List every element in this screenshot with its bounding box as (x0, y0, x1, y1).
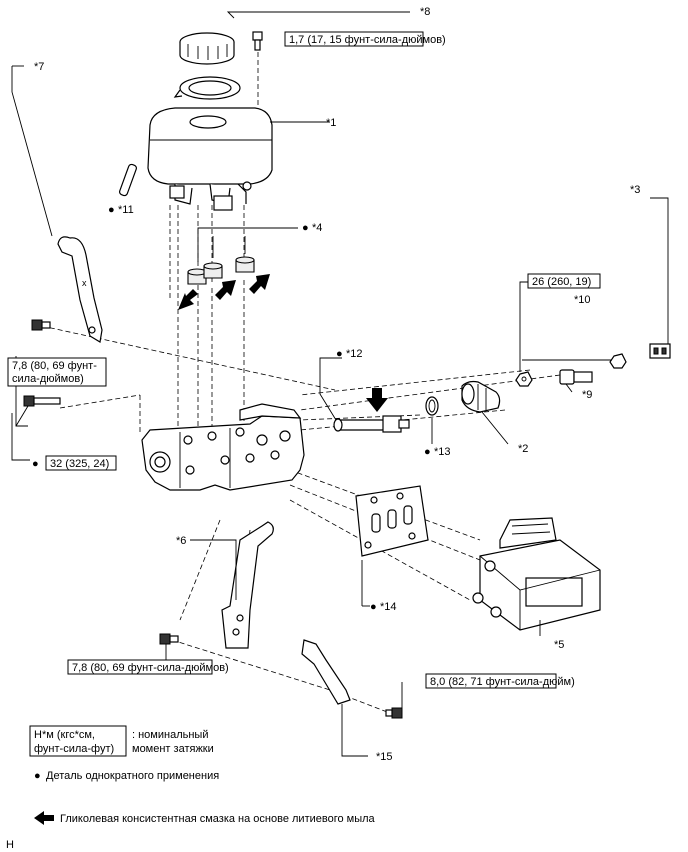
torque-box-3: 32 (325, 24) (45, 455, 117, 471)
rod-boot (461, 380, 501, 413)
bullet-torque-3: ● (32, 458, 39, 470)
bullet-p12: ● (336, 348, 343, 360)
master-cylinder-body (141, 403, 305, 491)
reservoir-cap (179, 32, 235, 65)
svg-text:фунт-сила-фут): фунт-сила-фут) (34, 743, 114, 755)
skid-control-ecu (472, 517, 601, 631)
grease-arrow-rod (366, 388, 388, 412)
svg-text:26 (260, 19): 26 (260, 19) (532, 276, 591, 288)
label-p14: *14 (380, 601, 397, 613)
svg-text:Н*м (кгс*см,: Н*м (кгс*см, (34, 729, 95, 741)
label-p5: *5 (554, 639, 564, 651)
piston-rod (333, 415, 410, 433)
nut-right (609, 353, 627, 369)
label-p15: *15 (376, 751, 393, 763)
leader-lines (11, 11, 669, 757)
cap-gasket (173, 76, 241, 100)
reservoir-pin (119, 163, 137, 197)
svg-text:7,8 (80, 69 фунт-: 7,8 (80, 69 фунт- (12, 360, 97, 372)
torque-box-1: 1,7 (17, 15 фунт-сила-дюймов) (284, 31, 446, 47)
lower-bracket (221, 521, 274, 649)
svg-text:1,7 (17, 15 фунт-сила-дюймов): 1,7 (17, 15 фунт-сила-дюймов) (289, 34, 446, 46)
label-p7: *7 (34, 61, 44, 73)
snap-ring (425, 396, 439, 416)
grommets (187, 256, 255, 285)
actuator-gasket (355, 485, 429, 557)
label-p9: *9 (582, 389, 592, 401)
svg-text:: номинальный: : номинальный (132, 729, 208, 741)
reservoir-screw (252, 31, 263, 51)
label-p2: *2 (518, 443, 528, 455)
label-p6: *6 (176, 535, 186, 547)
legend-grease: Гликолевая консистентная смазка на основ… (34, 811, 376, 825)
bolt-lower-left (159, 633, 179, 645)
svg-text:Гликолевая консистентная смазк: Гликолевая консистентная смазка на основ… (60, 813, 376, 825)
label-p8: *8 (420, 6, 430, 18)
bolt-upper-left (31, 319, 51, 331)
svg-text:32 (325, 24): 32 (325, 24) (50, 458, 109, 470)
label-p10: *10 (574, 294, 591, 306)
stud-bolt (559, 369, 593, 385)
bullet-p13: ● (424, 446, 431, 458)
svg-text:сила-дюймов): сила-дюймов) (12, 373, 84, 385)
nut-left (515, 371, 533, 387)
bullet-p4: ● (302, 222, 309, 234)
legend-one-time: ● Деталь однократного применения (34, 770, 219, 782)
grease-arrows-grommets (178, 274, 270, 310)
bracket-clip (649, 343, 671, 359)
label-p3: *3 (630, 184, 640, 196)
svg-text:Деталь однократного применения: Деталь однократного применения (46, 770, 219, 782)
svg-text:7,8 (80, 69 фунт-сила-дюймов): 7,8 (80, 69 фунт-сила-дюймов) (72, 662, 229, 674)
svg-text:момент затяжки: момент затяжки (132, 743, 214, 755)
small-bracket (301, 639, 351, 705)
bolt-32nm (23, 395, 61, 407)
torque-box-4: 26 (260, 19) (527, 273, 601, 289)
label-p13: *13 (434, 446, 451, 458)
grease-arrow-icon (34, 811, 54, 825)
legend-unit-box: Н*м (кгс*см, фунт-сила-фут) : номинальны… (29, 725, 214, 757)
bullet-p11: ● (108, 204, 115, 216)
torque-box-6: 8,0 (82, 71 фунт-сила-дюйм) (425, 673, 575, 689)
upper-bracket: x (57, 236, 103, 343)
torque-box-5: 7,8 (80, 69 фунт-сила-дюймов) (67, 659, 229, 675)
assembly-dashed-lines (41, 52, 561, 716)
svg-text:●: ● (34, 770, 41, 782)
label-p12: *12 (346, 348, 363, 360)
brake-fluid-reservoir (147, 107, 273, 211)
svg-text:8,0 (82, 71 фунт-сила-дюйм): 8,0 (82, 71 фунт-сила-дюйм) (430, 676, 575, 688)
label-p1: *1 (326, 117, 336, 129)
bullet-p14: ● (370, 601, 377, 613)
part-labels: *8 *7 *1 ● *11 ● *4 *3 *10 ● *12 *9 ● *1… (32, 6, 640, 763)
label-p4: *4 (312, 222, 322, 234)
bolt-8nm (385, 707, 403, 719)
corner-mark: H (6, 839, 14, 851)
torque-box-2: 7,8 (80, 69 фунт- сила-дюймов) (7, 357, 107, 387)
svg-text:x: x (82, 278, 87, 288)
label-p11: *11 (118, 204, 134, 216)
